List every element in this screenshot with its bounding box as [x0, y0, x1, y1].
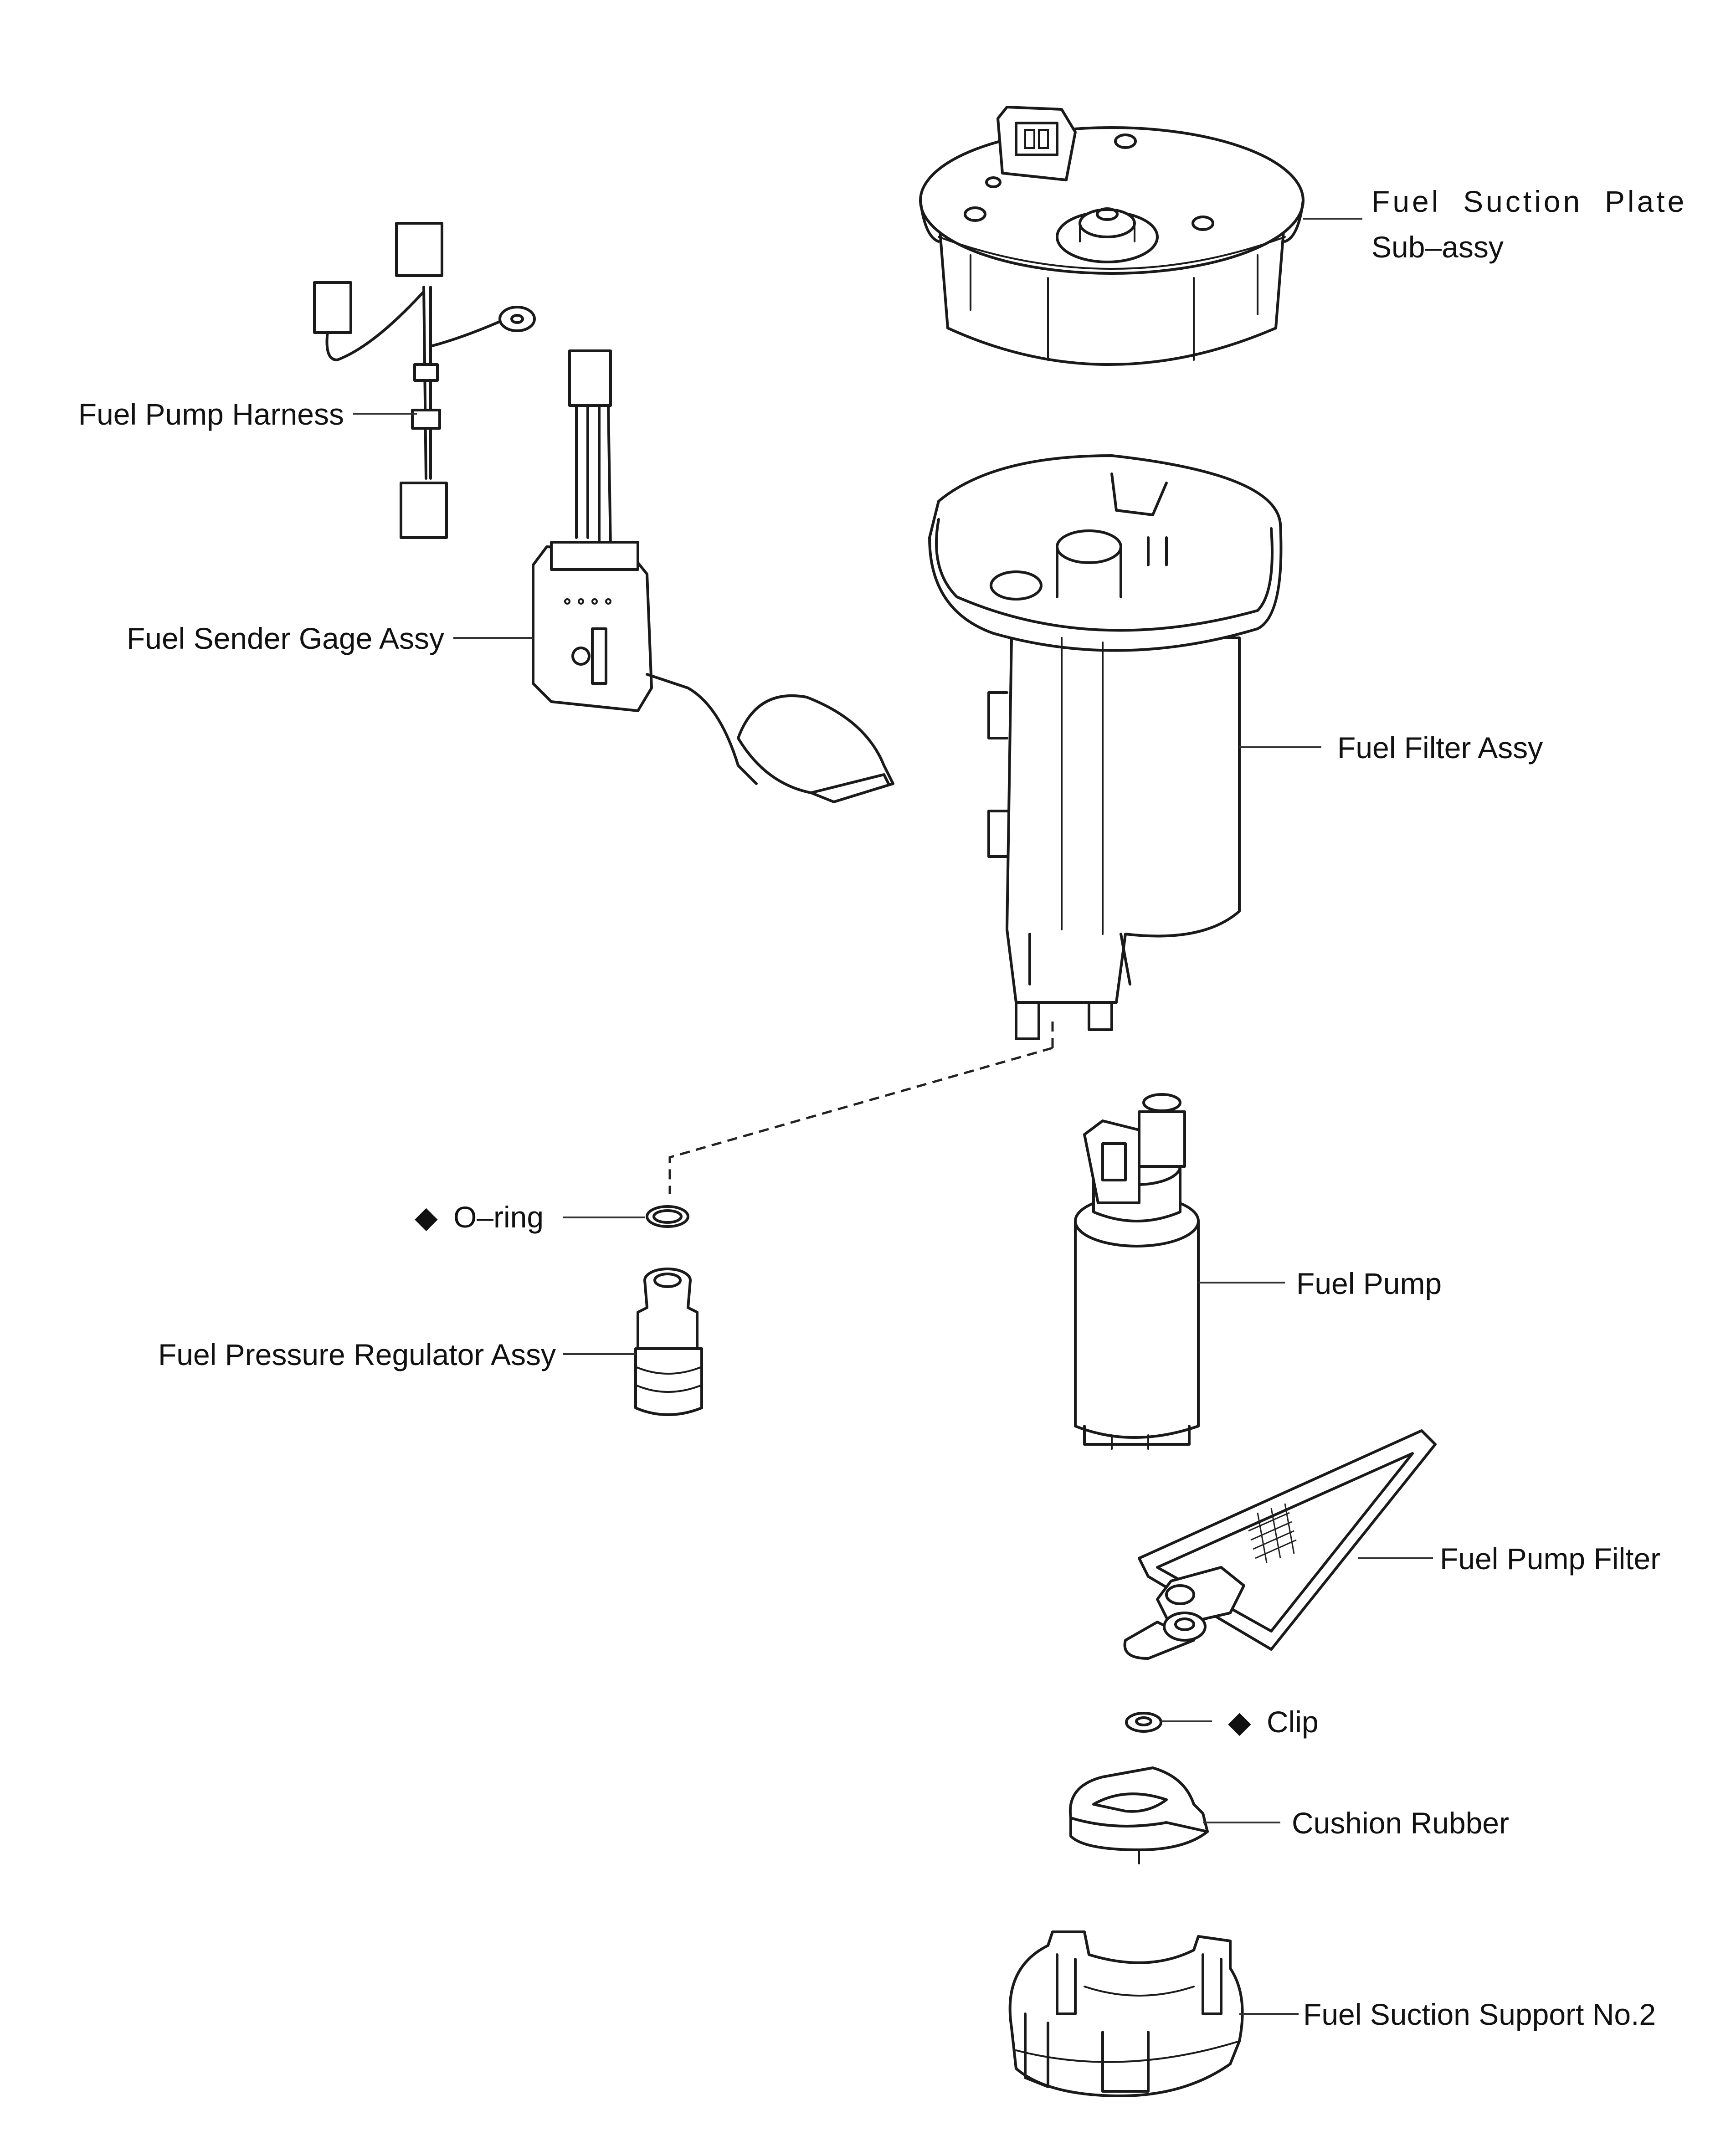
clip-drawing — [1125, 1712, 1162, 1733]
alignment-dashed-line — [668, 1016, 1054, 1194]
label-fuel-suction-plate-line1: Fuel Suction Plate — [1371, 185, 1687, 218]
filter-mesh — [1248, 1503, 1297, 1563]
o-ring-drawing — [646, 1205, 689, 1228]
leader-lines — [353, 218, 1433, 2015]
o-ring-marker: ◆ — [415, 1200, 438, 1234]
label-fuel-suction-support-no2: Fuel Suction Support No.2 — [1303, 1997, 1656, 2031]
fuel-filter-assy-drawing — [928, 454, 1283, 1040]
label-fuel-sender-gage-assy: Fuel Sender Gage Assy — [127, 621, 444, 655]
fuel-sender-gage-drawing — [532, 349, 894, 803]
label-cushion-rubber: Cushion Rubber — [1292, 1806, 1509, 1840]
fuel-pump-filter-drawing — [1123, 1429, 1437, 1660]
clip-marker: ◆ — [1228, 1705, 1251, 1739]
label-fuel-suction-plate-line2: Sub–assy — [1371, 230, 1504, 264]
label-fuel-filter-assy: Fuel Filter Assy — [1337, 731, 1543, 765]
label-clip: Clip — [1267, 1705, 1319, 1739]
label-fuel-pump: Fuel Pump — [1296, 1267, 1442, 1300]
fuel-suction-plate-drawing — [919, 106, 1305, 366]
fuel-pressure-regulator-drawing — [634, 1268, 703, 1416]
cushion-rubber-drawing — [1068, 1766, 1209, 1864]
fuel-pump-drawing — [1074, 1093, 1200, 1450]
label-fuel-pump-filter: Fuel Pump Filter — [1440, 1542, 1660, 1576]
label-o-ring: O–ring — [453, 1200, 544, 1234]
label-fuel-pressure-regulator-assy: Fuel Pressure Regulator Assy — [158, 1338, 556, 1371]
label-fuel-pump-harness: Fuel Pump Harness — [78, 397, 344, 431]
fuel-pump-harness-drawing — [313, 222, 536, 539]
fuel-suction-support-drawing — [1008, 1930, 1244, 2097]
